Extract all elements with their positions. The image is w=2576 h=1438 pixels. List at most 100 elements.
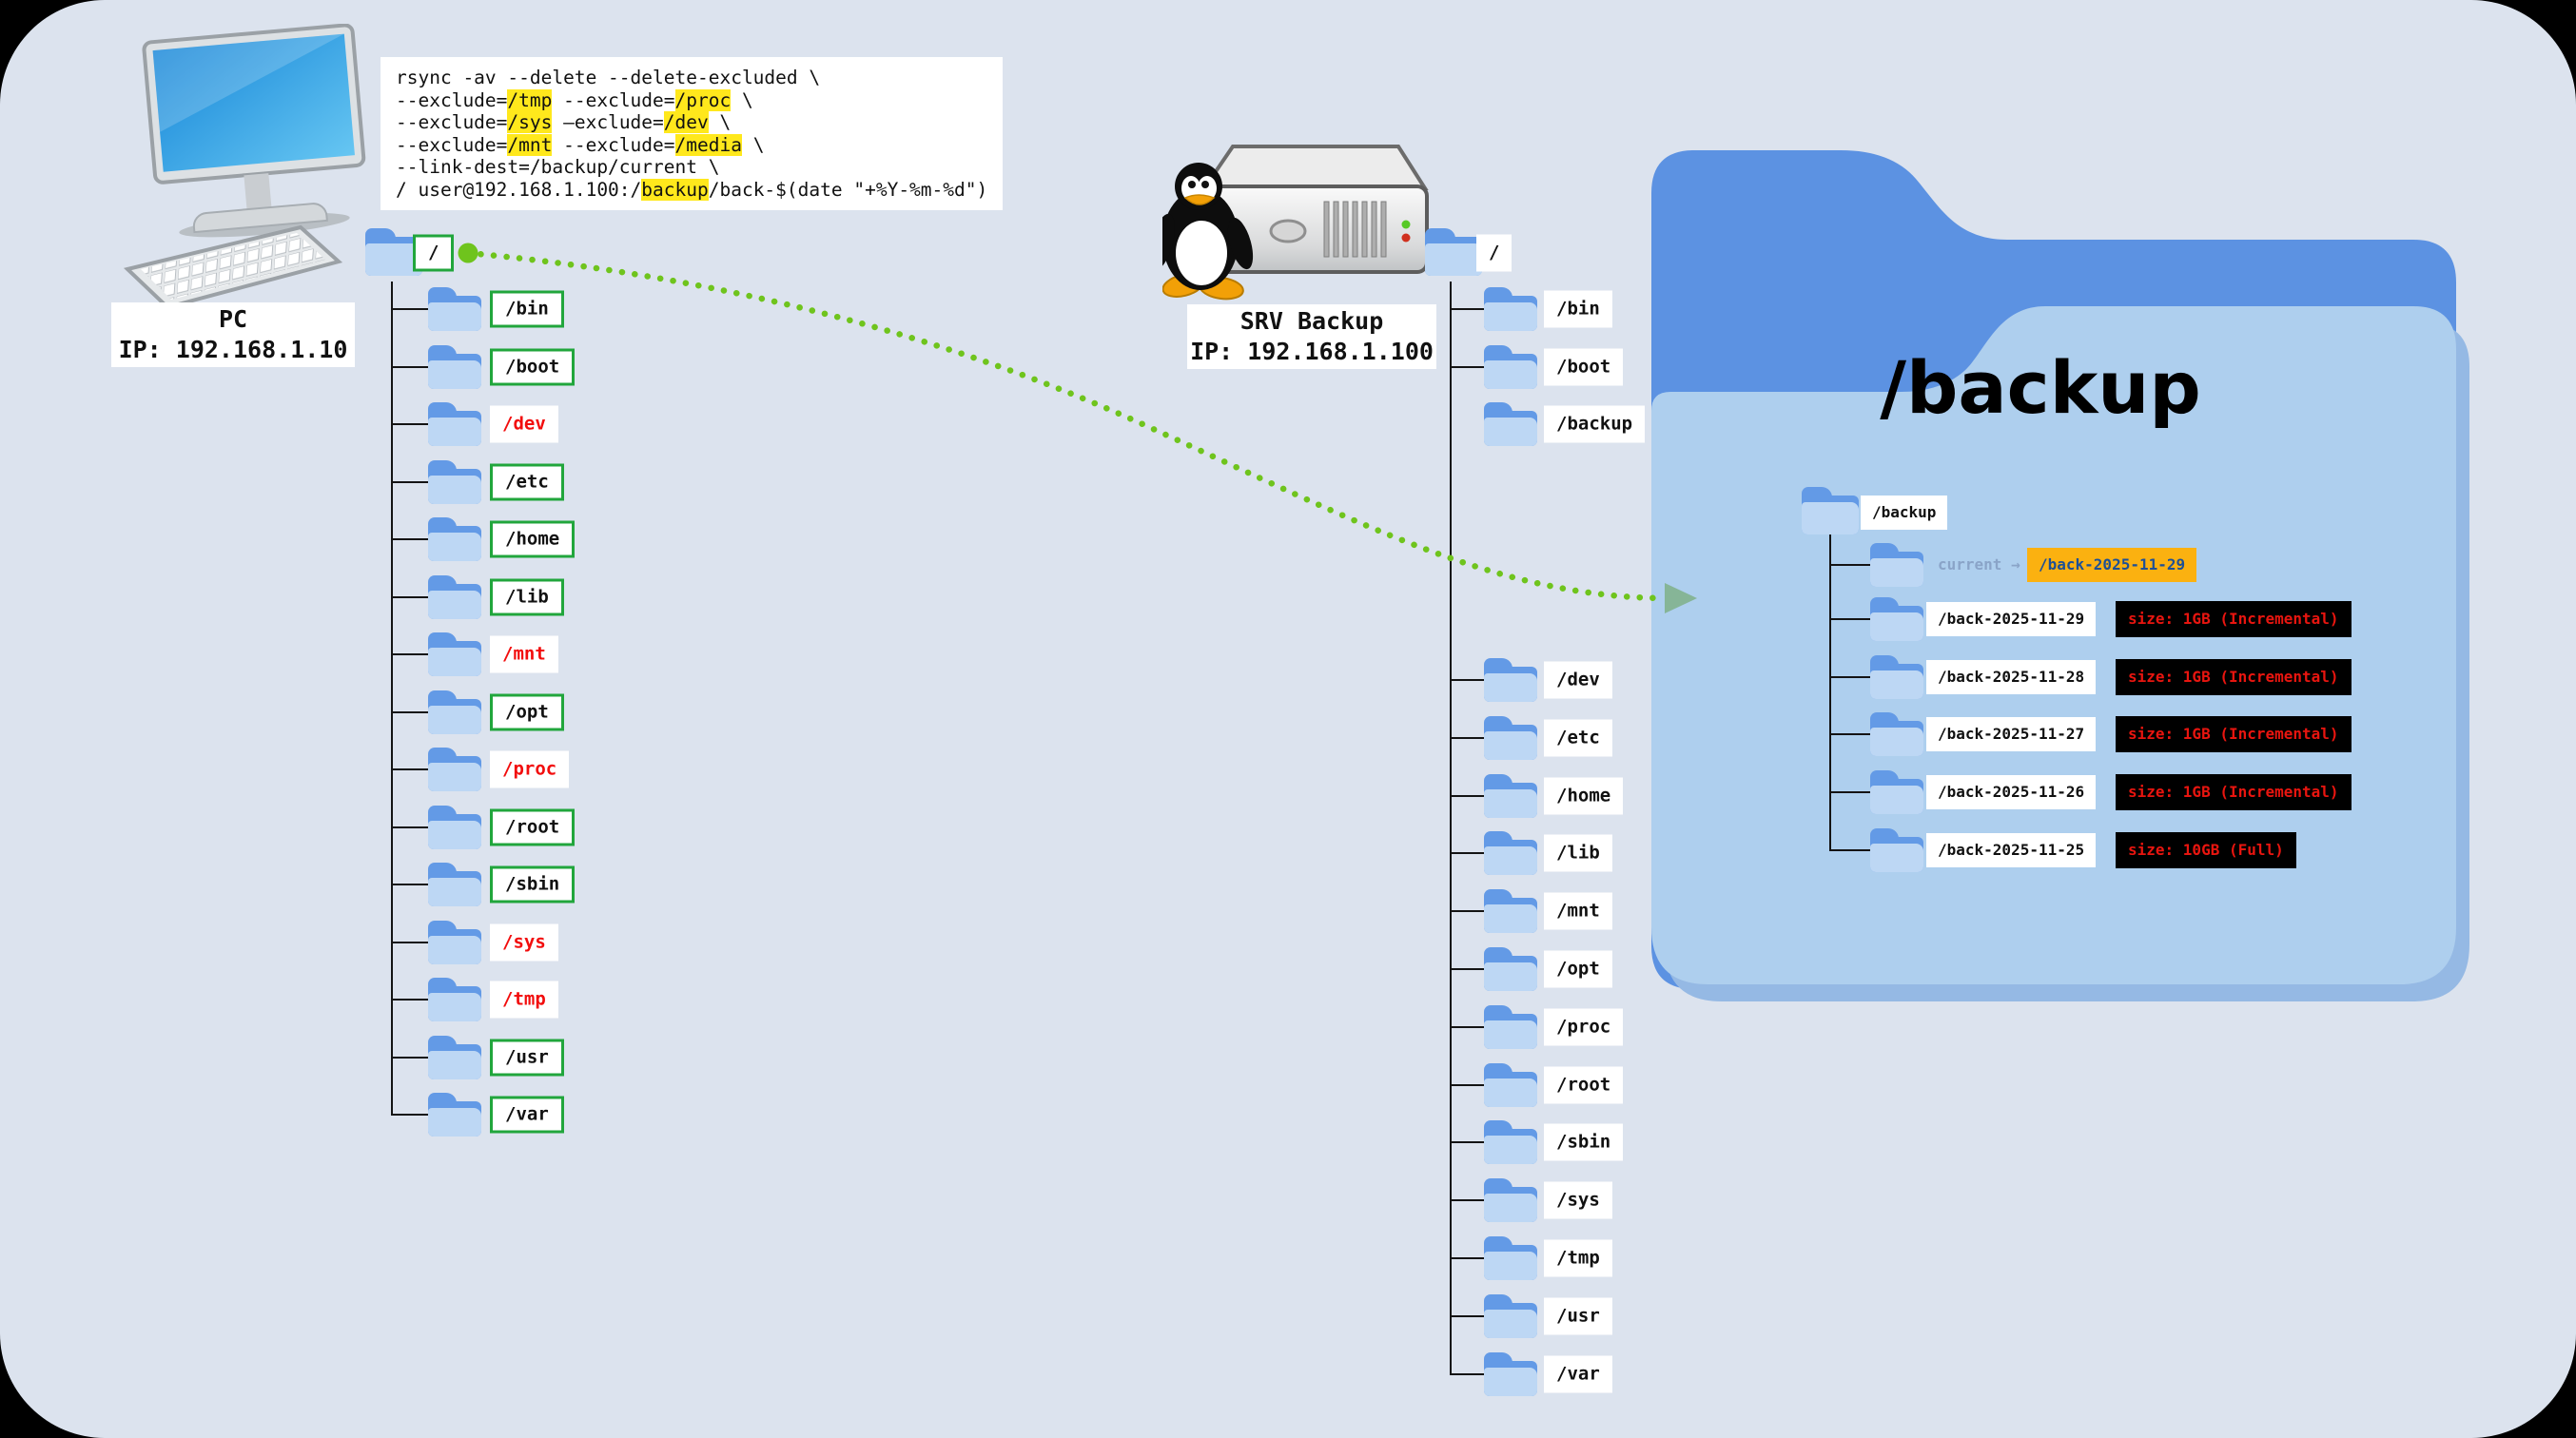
dir-label: /home [1544,777,1624,815]
dir-label: /sbin [490,865,576,904]
folder-tab [1484,947,1513,962]
folder-front [428,878,481,906]
dir-label: /sys [490,923,558,961]
folder-tab [1484,889,1513,905]
folder-tab [1484,287,1513,302]
folder-icon [1484,1004,1537,1049]
folder-back [428,468,481,504]
folder-back [1484,1360,1537,1396]
command-text: \ [731,88,753,111]
dir-label: /proc [1544,1008,1624,1046]
dir-label: /tmp [1544,1239,1612,1277]
folder-icon [428,748,481,791]
folder-back [428,353,481,389]
tux-icon [1162,163,1254,301]
rsync-command-line: --exclude=/mnt --exclude=/media \ [396,133,987,157]
dir-label: /usr [490,1039,564,1076]
folder-icon [1484,344,1537,389]
size-badge: size: 10GB (Full) [2116,831,2296,868]
tree-branch-line [1829,733,1870,736]
dir-label: /boot [490,348,576,385]
folder-front [428,648,481,676]
folder-front [428,763,481,791]
folder-icon [1425,228,1482,276]
folder-icon [1484,773,1537,818]
folder-icon [1870,712,1923,757]
folder-back [1484,667,1537,702]
folder-back [1425,237,1482,276]
dir-label: /root [1544,1066,1624,1104]
folder-tab [1870,543,1900,558]
excluded-path-highlight: /sys [507,111,553,133]
folder-tab [365,228,397,243]
folder-front [1484,1136,1537,1165]
pc-ip: IP: 192.168.1.10 [118,336,348,363]
command-text: –exclude= [552,111,664,133]
folder-icon [1484,889,1537,934]
folder-icon [1484,658,1537,702]
folder-back [428,1101,481,1137]
folder-front [428,360,481,389]
rsync-command-line: --link-dest=/backup/current \ [396,156,987,179]
folder-tab [1484,1293,1513,1310]
folder-tab [428,978,458,993]
tree-branch-line [391,653,428,655]
folder-back [428,411,481,446]
tree-branch-line [391,710,428,713]
folder-icon [428,632,481,676]
folder-tab [1484,344,1513,360]
rsync-command-line: rsync -av --delete --delete-excluded \ [396,67,987,89]
excluded-path-highlight: /tmp [507,88,553,111]
folder-icon [428,690,481,734]
tree-branch-line [391,999,428,1001]
dir-label: /usr [1544,1297,1612,1335]
excluded-path-highlight: /mnt [507,133,553,156]
excluded-path-highlight: /dev [663,111,709,133]
folder-back [428,756,481,791]
folder-front [428,475,481,504]
rsync-command-box: rsync -av --delete --delete-excluded \ --… [381,57,1004,210]
excluded-path-highlight: /proc [674,88,732,111]
folder-icon [1484,1236,1537,1280]
folder-front [1484,1252,1537,1280]
folder-front [1802,502,1859,534]
command-text: / user@192.168.1.100:/ [396,178,642,201]
current-target-badge: /back-2025-11-29 [2027,548,2197,582]
folder-back [428,296,481,331]
folder-tab [428,805,458,821]
folder-back [1870,721,1923,757]
dir-label: /etc [490,463,564,500]
folder-front [1484,788,1537,818]
dir-label: /dev [1544,661,1612,699]
command-text: /back-$(date "+%Y-%m-%d") [708,178,988,201]
dir-label: /backup [1544,405,1646,443]
srv-root-label: / [1476,234,1512,272]
dir-label: /home [490,520,576,558]
folder-front [1484,1309,1537,1338]
dir-label: /tmp [490,981,558,1019]
folder-back [1484,1013,1537,1049]
folder-tab [1870,770,1900,787]
tree-branch-line [391,538,428,540]
tree-branch-line [391,1056,428,1059]
folder-tab [428,402,458,418]
tree-branch-line [1450,1314,1484,1317]
server-label: SRV Backup IP: 192.168.1.100 [1187,304,1436,369]
tree-branch-line [391,423,428,425]
command-text: --exclude= [396,133,508,156]
folder-front [1870,612,1923,641]
folder-front [428,418,481,446]
folder-back [1870,552,1923,587]
server-box-icon [1200,145,1429,274]
pc-label: PC IP: 192.168.1.10 [111,302,355,367]
folder-tab [428,748,458,763]
server-name: SRV Backup [1239,307,1384,335]
folder-front [1484,1367,1537,1396]
folder-tab [428,344,458,360]
folder-icon [428,863,481,906]
folder-icon [428,574,481,619]
folder-front [1870,843,1923,872]
tree-branch-line [1829,791,1870,794]
folder-icon [428,344,481,389]
backup-root-label: /backup [1861,496,1948,530]
